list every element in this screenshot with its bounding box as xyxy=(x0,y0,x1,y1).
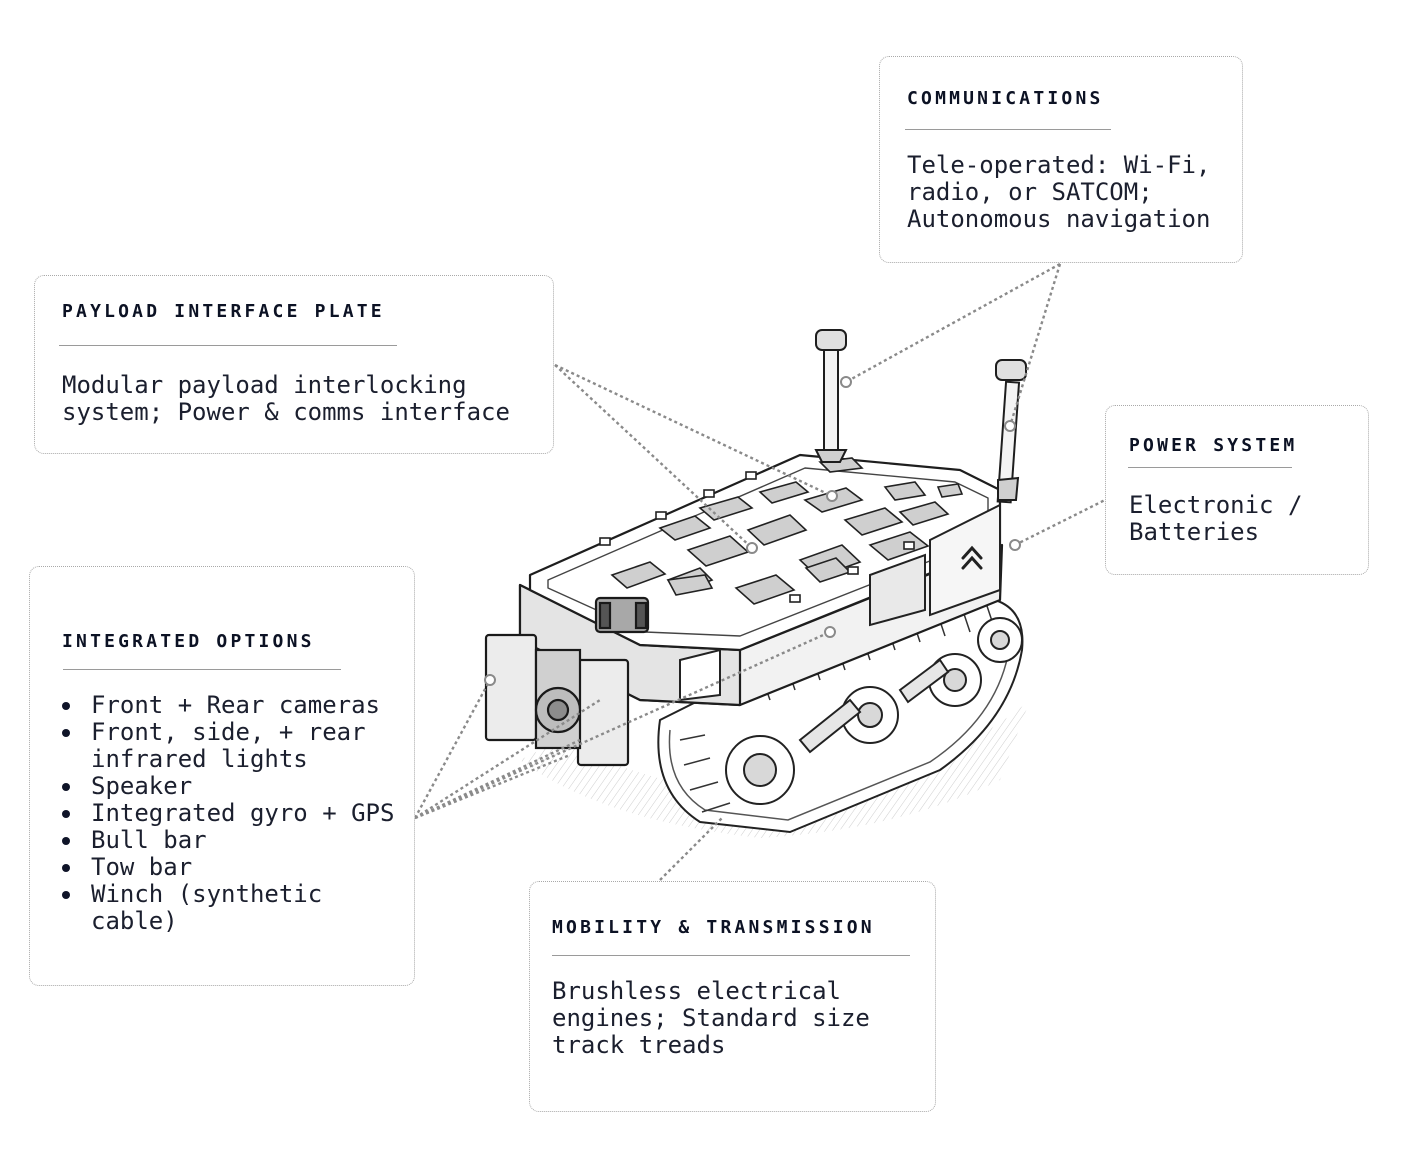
callout-title: INTEGRATED OPTIONS xyxy=(62,631,315,652)
options-list: Front + Rear cameras Front, side, + rear… xyxy=(62,692,412,935)
list-item: Tow bar xyxy=(62,854,412,881)
callout-body: Electronic / Batteries xyxy=(1129,491,1303,546)
callout-title: PAYLOAD INTERFACE PLATE xyxy=(62,301,385,322)
plate-clips xyxy=(599,471,915,603)
leader-endpoints xyxy=(484,376,1021,686)
antennas xyxy=(814,329,1027,504)
callout-mobility-transmission: MOBILITY & TRANSMISSION Brushless electr… xyxy=(529,881,936,1112)
callout-divider xyxy=(905,129,1111,130)
callout-divider xyxy=(63,669,341,670)
callout-integrated-options: INTEGRATED OPTIONS Front + Rear cameras … xyxy=(29,566,415,986)
callout-divider xyxy=(59,345,397,346)
power-compartment xyxy=(679,503,1001,702)
callout-body: Tele-operated: Wi-Fi, radio, or SATCOM; … xyxy=(907,151,1211,233)
track-treads xyxy=(657,598,1024,834)
list-item: Integrated gyro + GPS xyxy=(62,800,412,827)
list-item: Front + Rear cameras xyxy=(62,692,412,719)
payload-plate-slots xyxy=(610,457,964,605)
callout-divider xyxy=(552,955,910,956)
list-item: Front, side, + rear infrared lights xyxy=(62,719,412,773)
chevron-logo-icon xyxy=(961,545,983,570)
callout-power-system: POWER SYSTEM Electronic / Batteries xyxy=(1105,405,1369,575)
callout-divider xyxy=(1128,467,1292,468)
list-item: Winch (synthetic cable) xyxy=(62,881,412,935)
leader-lines xyxy=(413,262,1126,881)
callout-body: Brushless electrical engines; Standard s… xyxy=(552,977,870,1059)
ground-shadow xyxy=(520,700,1030,838)
callout-communications: COMMUNICATIONS Tele-operated: Wi-Fi, rad… xyxy=(879,56,1243,263)
callout-title: COMMUNICATIONS xyxy=(907,88,1104,109)
callout-payload-interface-plate: PAYLOAD INTERFACE PLATE Modular payload … xyxy=(34,275,554,454)
callout-body: Modular payload interlocking system; Pow… xyxy=(62,371,510,426)
callout-title: MOBILITY & TRANSMISSION xyxy=(552,917,875,938)
list-item: Bull bar xyxy=(62,827,412,854)
list-item: Speaker xyxy=(62,773,412,800)
callout-title: POWER SYSTEM xyxy=(1129,435,1298,456)
